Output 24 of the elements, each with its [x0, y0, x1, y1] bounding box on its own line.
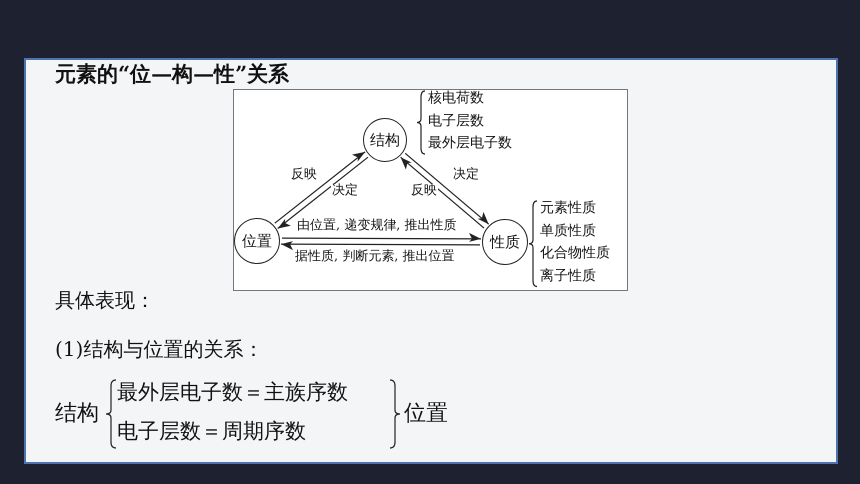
- text-line: 具体表现：: [55, 289, 155, 311]
- text-line: (1)结构与位置的关系：: [55, 338, 264, 360]
- edge-label: 决定: [331, 184, 359, 198]
- list-item: 离子性质: [540, 268, 596, 284]
- edge-label: 反映: [290, 168, 318, 182]
- list-item: 电子层数: [428, 114, 484, 129]
- list-item: 最外层电子数: [428, 136, 512, 152]
- formula-text: 最外层电子数＝主族序数: [117, 381, 348, 404]
- edge-label: 据性质, 判断元素, 推出位置: [294, 250, 456, 264]
- arrow: [281, 241, 480, 250]
- edge-label: 反映: [410, 184, 438, 198]
- edge-label: 决定: [452, 168, 480, 182]
- arrow: [282, 232, 481, 242]
- list-item: 元素性质: [540, 201, 596, 216]
- arrow: [277, 156, 368, 229]
- list-item: 单质性质: [540, 224, 596, 239]
- list-item: 化合物性质: [540, 246, 610, 262]
- list-item: 核电荷数: [428, 91, 484, 106]
- edge-label: 由位置, 递变规律, 推出性质: [296, 219, 458, 234]
- formula-text: 结构: [55, 402, 99, 426]
- arrow: [274, 151, 366, 224]
- formula-text: 位置: [404, 402, 448, 426]
- formula-text: 电子层数＝周期序数: [117, 420, 306, 444]
- title: 元素的“位—构—性”关系: [55, 62, 290, 86]
